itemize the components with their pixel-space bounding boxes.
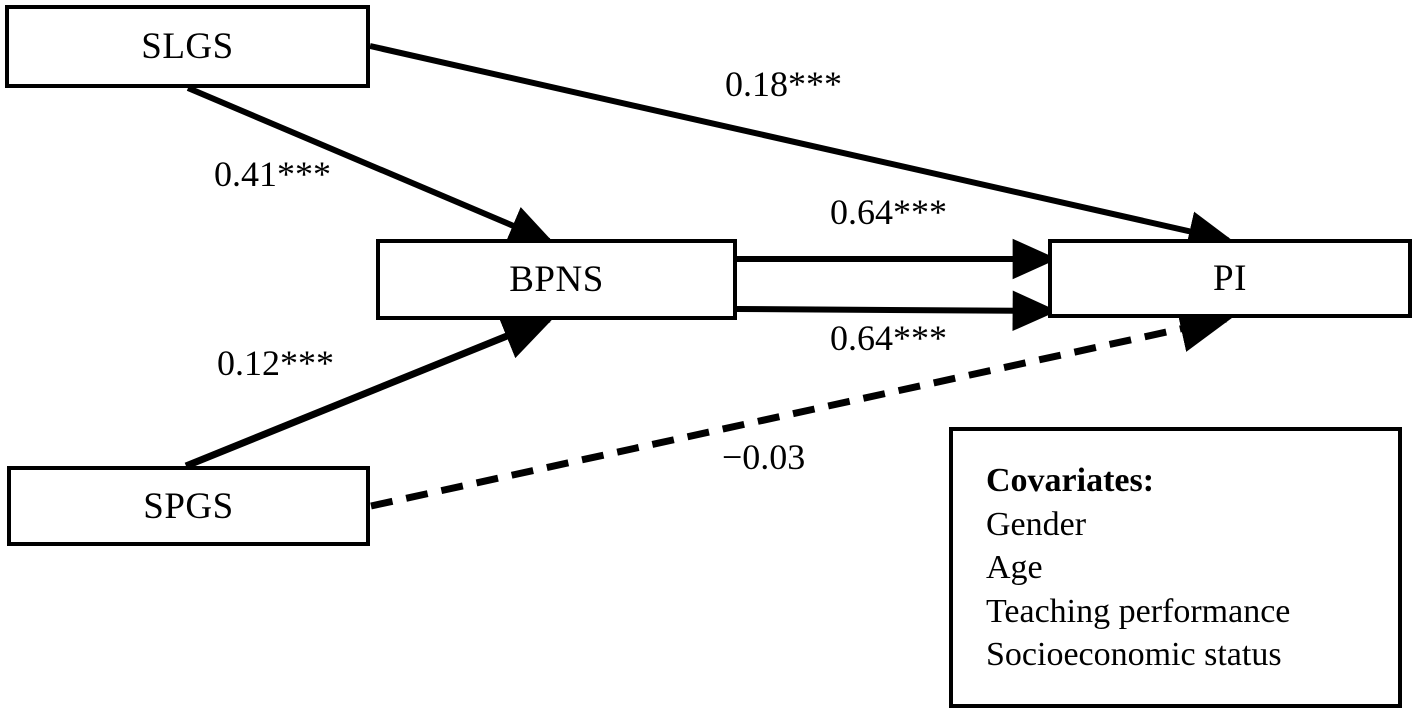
path-label-spgs-to-bpns: 0.12***: [217, 343, 334, 383]
node-box-slgs[interactable]: SLGS: [5, 5, 370, 88]
path-line-spgs-to-bpns: [184, 314, 556, 470]
path-label-bpns-to-pi-lower: 0.64***: [830, 318, 947, 358]
path-line-slgs-to-bpns: [186, 85, 555, 245]
path-line-spgs-to-pi-dashed: [370, 305, 1233, 510]
covariate-item-teaching-performance: Teaching performance: [986, 592, 1291, 630]
node-label-slgs: SLGS: [141, 26, 234, 67]
node-label-bpns: BPNS: [509, 259, 604, 300]
path-label-spgs-to-pi: −0.03: [722, 437, 806, 477]
covariate-item-age: Age: [986, 549, 1043, 587]
path-label-bpns-to-pi-upper: 0.64***: [830, 192, 947, 232]
covariates-legend-box: Covariates: Gender Age Teaching performa…: [949, 427, 1402, 708]
path-label-slgs-to-pi: 0.18***: [725, 64, 842, 104]
path-label-slgs-to-bpns: 0.41***: [214, 154, 331, 194]
path-line-slgs-to-pi: [369, 43, 1234, 252]
node-box-spgs[interactable]: SPGS: [7, 466, 370, 546]
covariate-item-gender: Gender: [986, 505, 1087, 543]
covariates-title: Covariates:: [986, 462, 1155, 499]
node-box-pi[interactable]: PI: [1048, 239, 1412, 318]
covariate-item-socioeconomic-status: Socioeconomic status: [986, 636, 1282, 674]
path-line-bpns-to-pi-lower: [736, 290, 1058, 331]
node-label-spgs: SPGS: [143, 485, 234, 527]
node-box-bpns[interactable]: BPNS: [376, 239, 737, 320]
node-label-pi: PI: [1213, 258, 1247, 299]
